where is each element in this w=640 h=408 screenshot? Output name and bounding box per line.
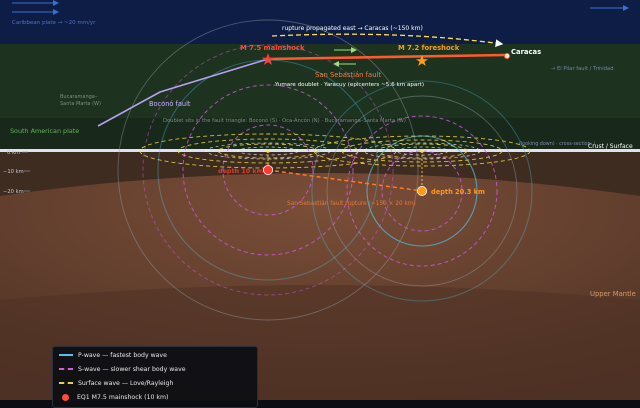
legend: P-wave — fastest body wave S-wave — slow…: [52, 346, 258, 408]
caracas-marker: [503, 53, 510, 60]
depth-tick-10: −10 km: [3, 169, 24, 175]
s-wave-ring: [381, 150, 463, 232]
s-wave-ring: [222, 124, 314, 216]
rupture-propagation-label: rupture propagated east → Caracas (~150 …: [282, 25, 423, 32]
legend-surface-wave-swatch: [59, 382, 73, 384]
rupture-arrow: [271, 33, 504, 47]
s-wave-ring: [142, 44, 394, 296]
foreshock-depth-label: depth 20.3 km: [431, 188, 485, 196]
south-american-plate-label: South American plate: [10, 127, 79, 135]
legend-item-surface-wave: Surface wave — Love/Rayleigh: [59, 377, 173, 389]
mainshock-star-icon: [261, 53, 275, 65]
bucaramanga-label-line: Bucaramanga–: [60, 94, 98, 100]
p-wave-ring: [157, 59, 379, 281]
legend-item-s-wave: S-wave — slower shear body wave: [59, 363, 186, 375]
s-wave-ring: [346, 115, 498, 267]
foreshock-hypocenter: [416, 185, 427, 196]
bocono-fault-line: [97, 58, 269, 127]
surface-wave-ring: [313, 135, 531, 167]
bucaramanga-label-line: Santa Marta (W): [60, 101, 101, 107]
surface-wave-fronts: [139, 133, 531, 169]
bocono-label: Boconó fault: [149, 100, 191, 108]
legend-eq1-dot-icon: [62, 393, 69, 401]
surface-ripple: [205, 142, 331, 160]
rupture-line: [267, 169, 423, 192]
legend-p-wave-swatch: [59, 354, 73, 356]
epicenter-dot: [420, 149, 424, 153]
s-wave-ring: [182, 84, 354, 256]
grey-wave-fronts: [117, 19, 518, 321]
cross-section-note: (looking down) · cross-section ↓: [519, 141, 596, 147]
surface-wave-ring: [341, 139, 503, 163]
foreshock-star-icon: [416, 55, 428, 66]
surface-wave-ring: [376, 143, 468, 159]
legend-surface-wave-label: Surface wave — Love/Rayleigh: [78, 379, 174, 387]
map-lower-band: [0, 118, 640, 150]
epicenter-dot: [266, 149, 270, 153]
legend-eq1-label: EQ1 M7.5 mainshock (10 km): [77, 393, 169, 401]
crust-surface-label: Crust / Surface: [588, 143, 633, 150]
legend-s-wave-label: S-wave — slower shear body wave: [78, 365, 186, 373]
mainshock-label: M 7.5 mainshock: [240, 44, 305, 52]
surface-wave-ring: [217, 143, 319, 159]
mainshock-hypocenter: [262, 164, 273, 175]
depth-tick-20: −20 km: [3, 189, 24, 195]
plate-caribbean-label: Caribbean plate → ~20 mm/yr: [12, 20, 96, 26]
san-sebastian-fault-line: [267, 53, 506, 61]
legend-item-eq1: EQ1 M7.5 mainshock (10 km): [59, 391, 168, 403]
el-pilar-label: → El Pilar fault / Trinidad: [551, 66, 614, 72]
surface-ripple: [363, 142, 481, 160]
surface-wave-ring: [139, 133, 397, 169]
legend-item-p-wave: P-wave — fastest body wave: [59, 349, 167, 361]
grey-wave-ring: [117, 19, 419, 321]
doublet-note: Yumare doublet · Yaracuy (epicenters ~5.…: [274, 82, 424, 88]
p-wave-ring: [311, 80, 533, 302]
crust-surface-line: [0, 149, 640, 152]
upper-mantle-label: Upper Mantle: [590, 290, 636, 298]
mainshock-depth-label: depth 10 km: [218, 167, 264, 175]
foreshock-label: M 7.2 foreshock: [398, 44, 460, 52]
san-sebastian-fault-label: San Sebastián fault: [315, 71, 381, 79]
grey-wave-ring: [326, 95, 518, 287]
rupture-note: San Sebastián fault rupture (~150 × 20 k…: [287, 200, 416, 207]
bucaramanga-label: Bucaramanga–Santa Marta (W): [60, 94, 101, 107]
legend-s-wave-swatch: [59, 368, 73, 370]
ocean-region: [0, 0, 640, 44]
legend-p-wave-label: P-wave — fastest body wave: [78, 351, 167, 359]
depth-tick-0: 0 km: [7, 150, 20, 156]
city-label: Caracas: [511, 48, 541, 56]
triangle-note: Doublet sits in the fault triangle: Boco…: [163, 117, 406, 124]
s-wave-fronts: [142, 44, 498, 296]
